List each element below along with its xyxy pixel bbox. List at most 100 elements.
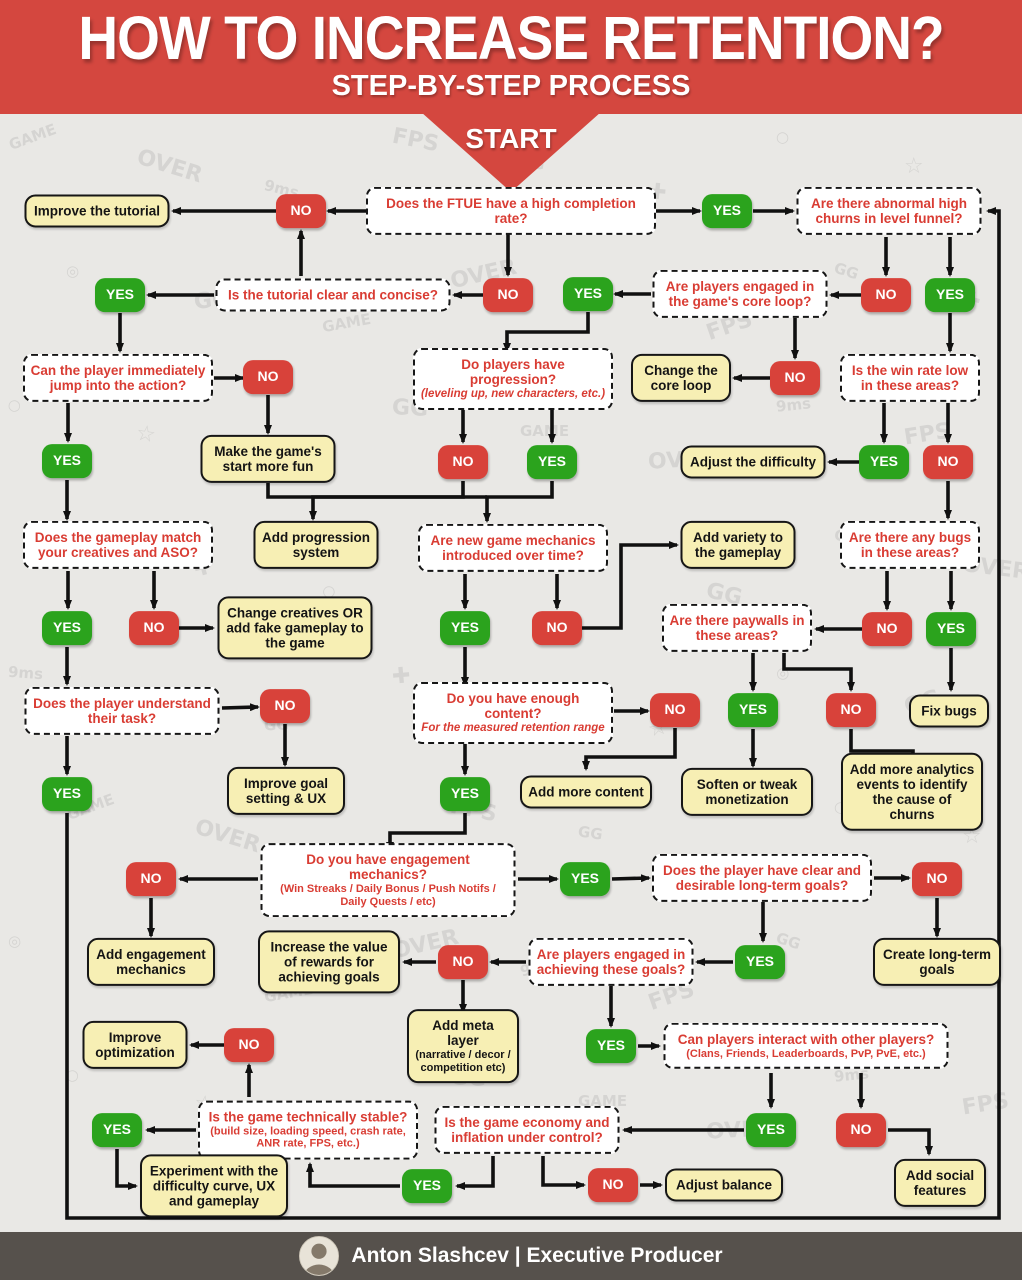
node-label: Improve goal setting & UX — [243, 775, 329, 806]
node-improve-tutorial: Improve the tutorial — [24, 194, 170, 228]
node-economy: Is the game economy and inflation under … — [434, 1105, 620, 1155]
page-title: HOW TO INCREASE RETENTION? — [78, 3, 944, 73]
edge-task-yes-churns — [65, 207, 1001, 1220]
node-label: NO — [850, 1121, 872, 1138]
node-label: Adjust the difficulty — [690, 454, 816, 470]
node-sublabel: (leveling up, new characters, etc.) — [420, 388, 606, 401]
node-label: YES — [869, 453, 898, 470]
node-goals-engaged-yes: YES — [586, 1029, 636, 1063]
node-ftue-yes: YES — [702, 194, 752, 228]
node-experiment: Experiment with the difficulty curve, UX… — [140, 1154, 288, 1218]
node-add-engagement: Add engagement mechanics — [87, 937, 215, 987]
node-interact: Can players interact with other players?… — [663, 1022, 949, 1070]
node-progression-yes: YES — [527, 445, 577, 479]
node-engagement-yes: YES — [560, 862, 610, 896]
author-credit: Anton Slashcev | Executive Producer — [351, 1244, 723, 1267]
node-label: YES — [52, 785, 81, 802]
node-label: Increase the value of rewards for achiev… — [270, 939, 388, 985]
node-label: NO — [664, 701, 686, 718]
person-icon — [300, 1237, 339, 1275]
background-doodle: GAME — [520, 422, 570, 440]
node-sublabel: (Win Streaks / Daily Bonus / Push Notifs… — [280, 883, 496, 908]
node-label: NO — [937, 453, 959, 470]
node-interact-yes: YES — [746, 1113, 796, 1147]
node-ftue: Does the FTUE have a high completion rat… — [366, 186, 656, 236]
node-engagement-no: NO — [126, 862, 176, 896]
node-label: Do players have progression? — [461, 356, 565, 388]
node-bugs-yes: YES — [926, 612, 976, 646]
edge-progression-no-add-progression — [309, 481, 465, 521]
node-change-coreloop: Change the core loop — [631, 353, 731, 403]
edge-progression-yes-mechanics — [483, 481, 554, 523]
node-mechanics: Are new game mechanics introduced over t… — [418, 523, 608, 573]
node-stable: Is the game technically stable?(build si… — [198, 1100, 418, 1160]
node-task: Does the player understand their task? — [24, 686, 220, 736]
node-label: Add social features — [905, 1167, 975, 1198]
node-label: YES — [712, 202, 741, 219]
node-label: YES — [745, 953, 774, 970]
node-label: Do you have enough content? — [446, 690, 580, 722]
node-content: Do you have enough content?For the measu… — [413, 681, 613, 745]
node-create-goals: Create long-term goals — [873, 937, 1001, 987]
node-label: NO — [143, 619, 165, 636]
edge-interact-no-social — [888, 1128, 933, 1156]
author-avatar — [299, 1236, 340, 1276]
node-sublabel: For the measured retention range — [421, 722, 605, 735]
node-label: NO — [840, 701, 862, 718]
node-label: Add more content — [528, 784, 644, 800]
node-social: Add social features — [894, 1158, 986, 1208]
node-jump: Can the player immediately jump into the… — [23, 353, 213, 403]
node-sublabel: (narrative / decor / competition etc) — [415, 1049, 511, 1074]
node-mechanics-no: NO — [532, 611, 582, 645]
node-label: NO — [876, 620, 898, 637]
node-label: Adjust balance — [675, 1177, 773, 1193]
node-winrate-yes: YES — [859, 445, 909, 479]
node-label: NO — [784, 369, 806, 386]
node-ftue-no: NO — [276, 194, 326, 228]
node-label: YES — [738, 701, 767, 718]
background-doodle: GAME — [578, 1092, 628, 1110]
node-improve-opt: Improve optimization — [82, 1020, 188, 1070]
node-label: Is the game technically stable? — [208, 1109, 408, 1125]
node-label: Are players engaged in achieving these g… — [536, 946, 686, 977]
node-goals-engaged-no: NO — [438, 945, 488, 979]
node-label: NO — [290, 202, 312, 219]
node-content-yes: YES — [440, 777, 490, 811]
node-label: NO — [497, 286, 519, 303]
node-label: Do you have engagement mechanics? — [306, 852, 470, 883]
node-label: NO — [602, 1176, 624, 1193]
node-label: Does the player understand their task? — [33, 695, 211, 726]
node-bugs: Are there any bugs in these areas? — [840, 520, 980, 570]
node-paywalls-yes: YES — [728, 693, 778, 727]
node-progression: Do players have progression?(leveling up… — [413, 347, 613, 411]
node-start-fun: Make the game's start more fun — [200, 434, 336, 484]
node-label: Change creatives OR add fake gameplay to… — [226, 605, 364, 651]
node-winrate-no: NO — [923, 445, 973, 479]
node-label: Is the tutorial clear and concise? — [227, 287, 439, 303]
node-label: Add progression system — [261, 529, 370, 560]
node-add-progression: Add progression system — [253, 520, 379, 570]
node-label: Add more analytics events to identify th… — [849, 761, 975, 823]
node-interact-no: NO — [836, 1113, 886, 1147]
node-label: Are there paywalls in these areas? — [669, 612, 805, 643]
node-goals-yes: YES — [735, 945, 785, 979]
node-soften: Soften or tweak monetization — [681, 767, 813, 817]
edge-start-fun-mechanics — [266, 483, 487, 499]
node-coreloop-yes: YES — [563, 277, 613, 311]
edge-economy-economy-no — [541, 1156, 586, 1189]
node-label: YES — [105, 286, 134, 303]
node-label: NO — [274, 697, 296, 714]
node-label: YES — [450, 785, 479, 802]
node-economy-no: NO — [588, 1168, 638, 1202]
node-label: Add meta layer — [432, 1018, 494, 1049]
node-coreloop-no: NO — [770, 361, 820, 395]
node-label: Improve optimization — [95, 1029, 175, 1060]
node-creatives: Does the gameplay match your creatives a… — [23, 520, 213, 570]
node-label: Does the FTUE have a high completion rat… — [386, 195, 636, 226]
node-adjust-balance: Adjust balance — [665, 1168, 783, 1202]
node-engagement: Do you have engagement mechanics?(Win St… — [260, 843, 516, 917]
node-label: Change the core loop — [644, 362, 718, 393]
node-label: YES — [756, 1121, 785, 1138]
node-label: YES — [537, 453, 566, 470]
